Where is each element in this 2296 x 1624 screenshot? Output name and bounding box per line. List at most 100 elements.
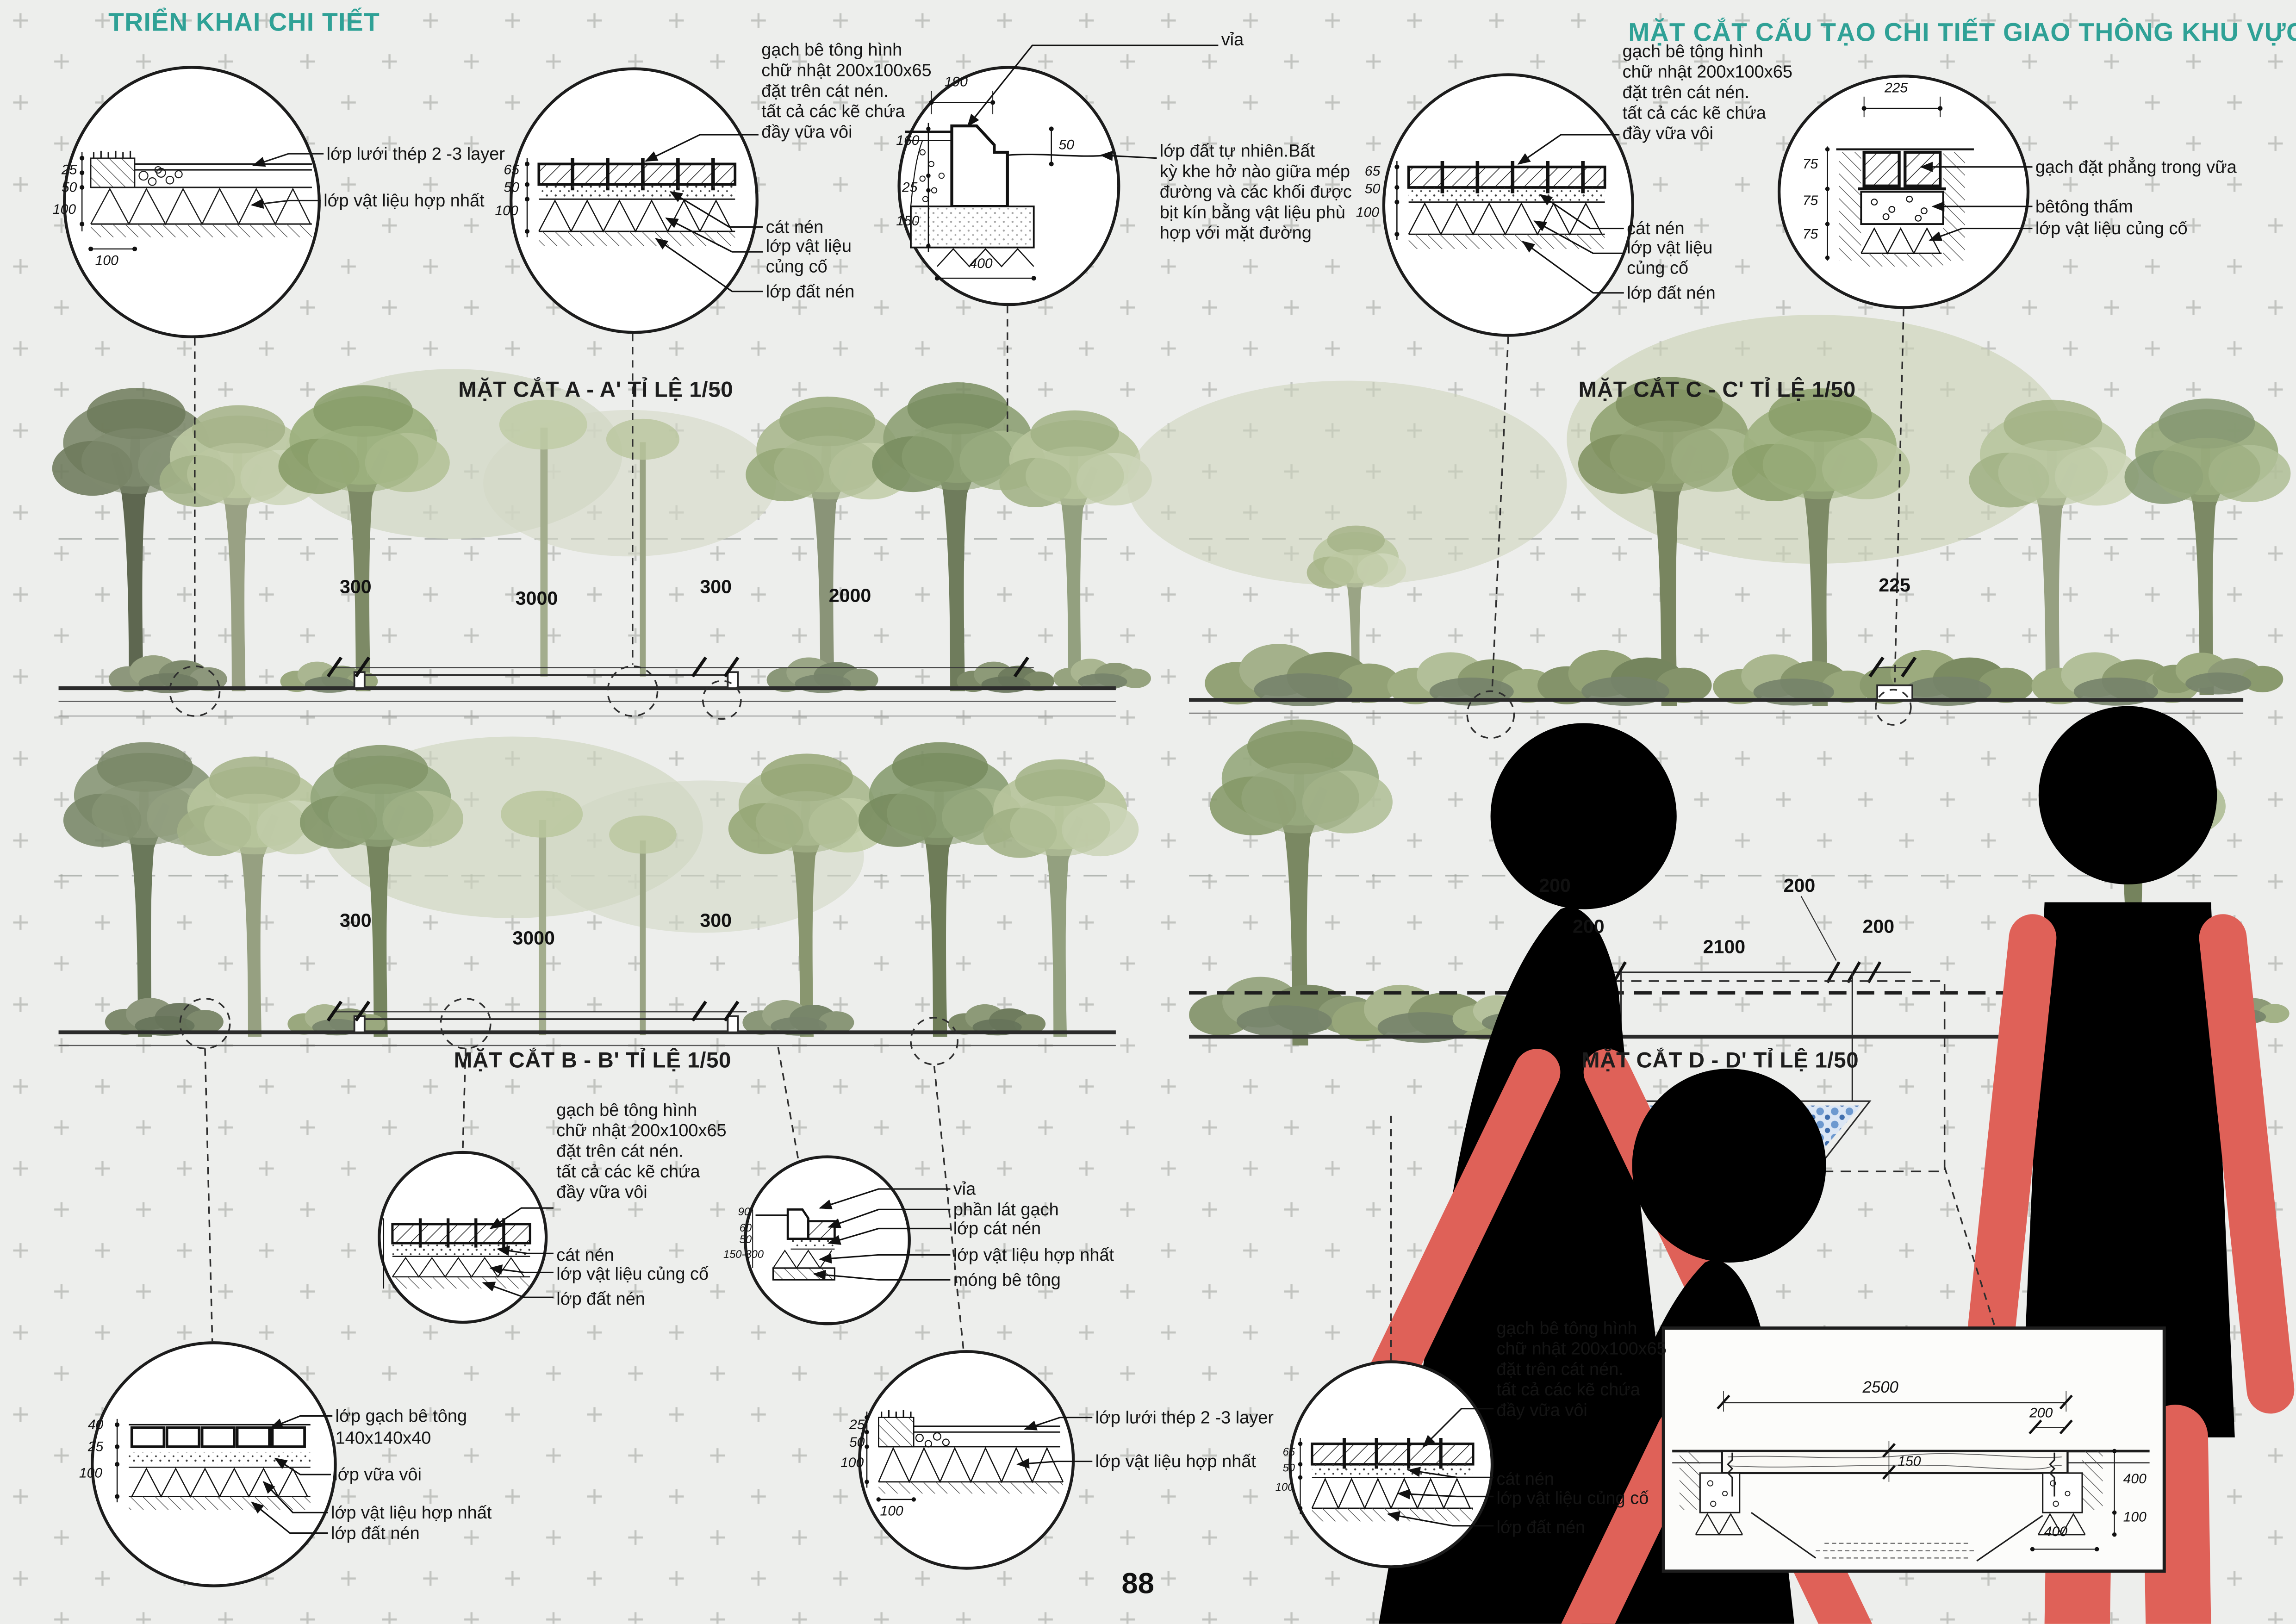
- detail-leader-lines: [169, 306, 1995, 1361]
- section-a-ground: [58, 656, 1116, 717]
- c3-dim-50: 50: [1058, 137, 1074, 154]
- detail-b4-drawing: [865, 1410, 1093, 1502]
- b3-dim-40: 40: [87, 1417, 104, 1434]
- section-b-dim1: 300: [340, 909, 372, 932]
- page-number: 88: [1121, 1568, 1154, 1601]
- detail-bridge-drawing: [1661, 1326, 2166, 1573]
- c3-dim-160: 160: [896, 133, 920, 149]
- detail-c5-drawing: [1825, 96, 2033, 267]
- bridge-dim-2500: 2500: [1862, 1379, 1898, 1397]
- c4-dim-100: 100: [1356, 205, 1379, 221]
- b2-label-footing: móng bê tông: [953, 1269, 1061, 1290]
- c4-note-brick: gạch bê tông hình chữ nhật 200x100x65 đặ…: [1622, 41, 1793, 143]
- b2-dim-60: 60: [739, 1221, 752, 1235]
- b4-label-steel-mesh: lớp lưới thép 2 -3 layer: [1095, 1407, 1274, 1428]
- section-a-dim1: 300: [340, 575, 372, 597]
- b1-label-soil: lớp đất nén: [556, 1288, 645, 1309]
- section-d-dim3: 200: [1573, 915, 1605, 937]
- detail-c1-drawing: [80, 150, 324, 251]
- c1-dim-100: 100: [52, 202, 76, 218]
- c1-dim-100w: 100: [95, 253, 118, 270]
- section-d-dim1: 200: [1539, 874, 1571, 896]
- page-title-right: MẶT CẮT CẤU TẠO CHI TIẾT GIAO THÔNG KHU …: [1628, 17, 2296, 47]
- section-b-title: MẶT CẮT B - B' TỈ LỆ 1/50: [454, 1048, 732, 1074]
- b3-label-soil: lớp đất nén: [331, 1523, 420, 1543]
- bridge-dim-400b: 400: [2044, 1524, 2067, 1541]
- c4-dim-50: 50: [1364, 181, 1381, 198]
- section-a-dim3: 300: [700, 575, 732, 597]
- c2-label-soil: lớp đất nén: [765, 281, 855, 302]
- section-a-title: MẶT CẮT A - A' TỈ LỆ 1/50: [458, 378, 734, 403]
- b3-label-unified: lớp vật liệu hợp nhất: [331, 1502, 492, 1523]
- b3-dim-100: 100: [79, 1466, 103, 1482]
- b2-label-curb: vỉa: [953, 1178, 976, 1200]
- c4-dim-65: 65: [1364, 164, 1381, 180]
- b4-label-unified: lớp vật liệu hợp nhất: [1095, 1451, 1257, 1472]
- section-d-dim2: 200: [1783, 874, 1816, 896]
- c4-label-sand: cát nén: [1627, 218, 1685, 239]
- section-c-dim1: 225: [1879, 574, 1910, 596]
- b5-dim-65: 65: [1282, 1445, 1295, 1459]
- b4-dim-100w: 100: [880, 1504, 903, 1520]
- c5-dim-75c: 75: [1802, 227, 1818, 243]
- c3-dim-25: 25: [902, 180, 918, 196]
- c3-label-curb: vỉa: [1221, 29, 1244, 50]
- c1-label-steel-mesh: lớp lưới thép 2 -3 layer: [326, 143, 505, 164]
- b1-note-brick: gạch bê tông hình chữ nhật 200x100x65 đặ…: [556, 1100, 727, 1202]
- c5-label-brick-flat: gạch đặt phẳng trong vữa: [2035, 156, 2237, 177]
- detail-c2-drawing: [524, 134, 763, 292]
- b5-dim-50: 50: [1282, 1461, 1295, 1475]
- b5-label-soil: lớp đất nén: [1496, 1517, 1586, 1538]
- section-d-title: MẶT CẮT D - D' TỈ LỆ 1/50: [1581, 1048, 1859, 1074]
- detail-b3-drawing: [115, 1415, 333, 1534]
- b3-label-paver-size: 140x140x40: [335, 1427, 431, 1449]
- bridge-dim-400: 400: [2123, 1471, 2147, 1488]
- page-title-left: TRIỂN KHAI CHI TIẾT: [108, 7, 380, 37]
- b5-label-reinforce: lớp vật liệu củng cố: [1496, 1487, 1649, 1508]
- section-d-dim5: 200: [1862, 915, 1895, 937]
- c5-label-reinforce: lớp vật liệu củng cố: [2035, 218, 2188, 239]
- bridge-dim-200: 200: [2029, 1406, 2053, 1422]
- section-b-trees: [63, 736, 1139, 1037]
- b2-label-paving: phần lát gạch: [953, 1199, 1059, 1220]
- b2-label-unified: lớp vật liệu hợp nhất: [953, 1244, 1114, 1265]
- b3-dim-25: 25: [87, 1439, 104, 1456]
- c1-label-unified: lớp vật liệu hợp nhất: [324, 190, 485, 211]
- detail-b5-drawing: [1298, 1408, 1494, 1527]
- section-d-dim4: 2100: [1703, 935, 1746, 958]
- c4-label-reinforce: lớp vật liệu củng cố: [1627, 237, 1713, 278]
- c1-dim-25: 25: [61, 162, 77, 179]
- c2-label-sand: cát nén: [765, 217, 824, 237]
- c5-dim-75a: 75: [1802, 156, 1818, 173]
- c3-dim-400: 400: [969, 256, 993, 273]
- detail-b1-drawing: [383, 1207, 554, 1298]
- b5-note-brick: gạch bê tông hình chữ nhật 200x100x65 đặ…: [1496, 1318, 1667, 1420]
- section-c-title: MẶT CẮT C - C' TỈ LỆ 1/50: [1578, 378, 1856, 403]
- section-b-dim3: 300: [700, 909, 732, 932]
- b4-dim-25: 25: [849, 1417, 865, 1434]
- c2-dim-65: 65: [504, 162, 519, 179]
- section-b-dim2: 3000: [512, 927, 555, 949]
- b2-label-sand-layer: lớp cát nén: [953, 1218, 1041, 1239]
- b2-dim-150-300: 150-300: [723, 1247, 764, 1261]
- detail-c4-drawing: [1394, 134, 1624, 294]
- b1-label-reinforce: lớp vật liệu củng cố: [556, 1263, 709, 1284]
- c2-note-brick: gạch bê tông hình chữ nhật 200x100x65 đặ…: [761, 39, 932, 142]
- c2-dim-100: 100: [495, 203, 518, 220]
- c2-dim-50: 50: [504, 180, 519, 196]
- b1-label-sand: cát nén: [556, 1244, 614, 1265]
- c3-note-soil: lớp đất tự nhiên.Bất kỳ khe hở nào giữa …: [1159, 140, 1352, 243]
- detail-b2-drawing: [752, 1188, 951, 1281]
- section-a-dim2: 3000: [515, 587, 558, 610]
- c3-dim-190: 190: [944, 75, 968, 91]
- detail-c3-drawing: [905, 44, 1219, 281]
- b3-label-mortar: lớp vữa vôi: [334, 1464, 422, 1485]
- bridge-dim-100: 100: [2123, 1509, 2147, 1526]
- c5-dim-75b: 75: [1802, 193, 1818, 210]
- section-b-ground: [58, 1001, 1116, 1046]
- c3-dim-150: 150: [896, 213, 920, 230]
- c1-dim-50: 50: [61, 180, 77, 196]
- b2-dim-90: 90: [738, 1205, 751, 1219]
- bridge-dim-150: 150: [1898, 1454, 1921, 1470]
